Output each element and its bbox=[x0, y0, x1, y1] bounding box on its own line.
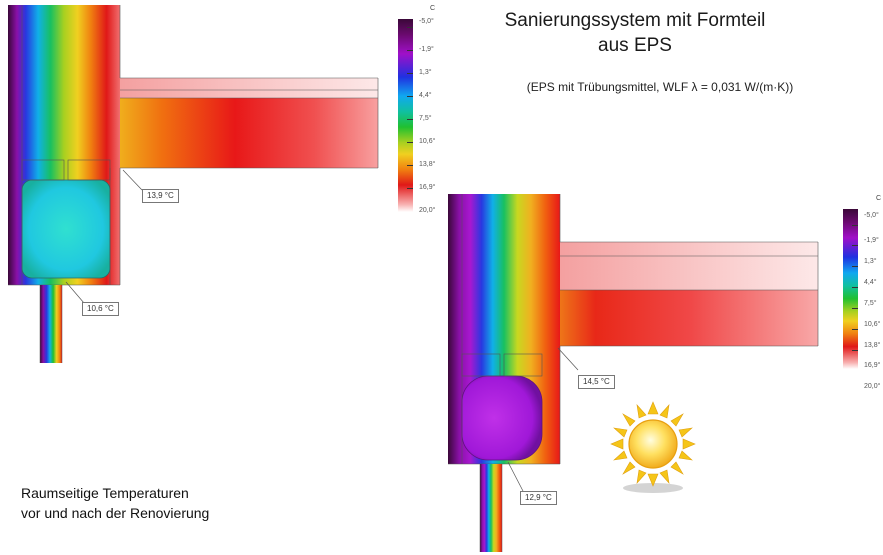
caption: Raumseitige Temperaturen vor und nach de… bbox=[21, 483, 209, 523]
sun-icon bbox=[610, 401, 696, 493]
scale-label: 1,3° bbox=[864, 258, 877, 265]
scale-unit: C bbox=[876, 195, 882, 202]
scale-label: -5,0° bbox=[419, 18, 434, 25]
thermal-simulation-after bbox=[448, 194, 819, 552]
scale-label: -1,9° bbox=[864, 237, 879, 244]
scale-unit: C bbox=[430, 5, 436, 12]
caption-line-1: Raumseitige Temperaturen bbox=[21, 485, 189, 501]
scale-label: 1,3° bbox=[419, 69, 432, 76]
scale-color-bar bbox=[398, 19, 413, 212]
scale-color-bar bbox=[843, 209, 858, 369]
scale-label: 13,8° bbox=[419, 161, 436, 168]
scale-label: 4,4° bbox=[419, 92, 432, 99]
title-line-2: aus EPS bbox=[598, 35, 672, 56]
scale-label: 4,4° bbox=[864, 279, 877, 286]
callout-cavity-temperature-before: 10,6 °C bbox=[82, 302, 119, 316]
scale-label: 7,5° bbox=[419, 115, 432, 122]
callout-cavity-temperature-after: 12,9 °C bbox=[520, 491, 557, 505]
caption-line-2: vor und nach der Renovierung bbox=[21, 505, 210, 521]
scale-label: 16,9° bbox=[419, 184, 436, 191]
scale-label: 20,0° bbox=[419, 207, 436, 214]
thermal-simulation-before bbox=[8, 5, 379, 363]
diagram-subtitle: (EPS mit Trübungsmittel, WLF λ = 0,031 W… bbox=[526, 80, 794, 94]
temperature-scale-after: C -5,0° -1,9° 1,3° 4,4° 7,5° 10,6° 13,8°… bbox=[843, 195, 883, 410]
callout-edge-temperature-after: 14,5 °C bbox=[578, 375, 615, 389]
title-line-1: Sanierungssystem mit Formteil bbox=[504, 10, 766, 31]
diagram-title: Sanierungssystem mit Formteil aus EPS bbox=[470, 8, 800, 58]
scale-label: 7,5° bbox=[864, 300, 877, 307]
callout-edge-temperature-before: 13,9 °C bbox=[142, 189, 179, 203]
scale-label: 20,0° bbox=[864, 383, 881, 390]
scale-label: 13,8° bbox=[864, 342, 881, 349]
temperature-scale-before: C -5,0° -1,9° 1,3° 4,4° 7,5° 10,6° 13,8°… bbox=[398, 5, 446, 220]
scale-label: 10,6° bbox=[864, 321, 881, 328]
scale-label: -1,9° bbox=[419, 46, 434, 53]
scale-label: -5,0° bbox=[864, 212, 879, 219]
scale-label: 10,6° bbox=[419, 138, 436, 145]
scale-label: 16,9° bbox=[864, 362, 881, 369]
